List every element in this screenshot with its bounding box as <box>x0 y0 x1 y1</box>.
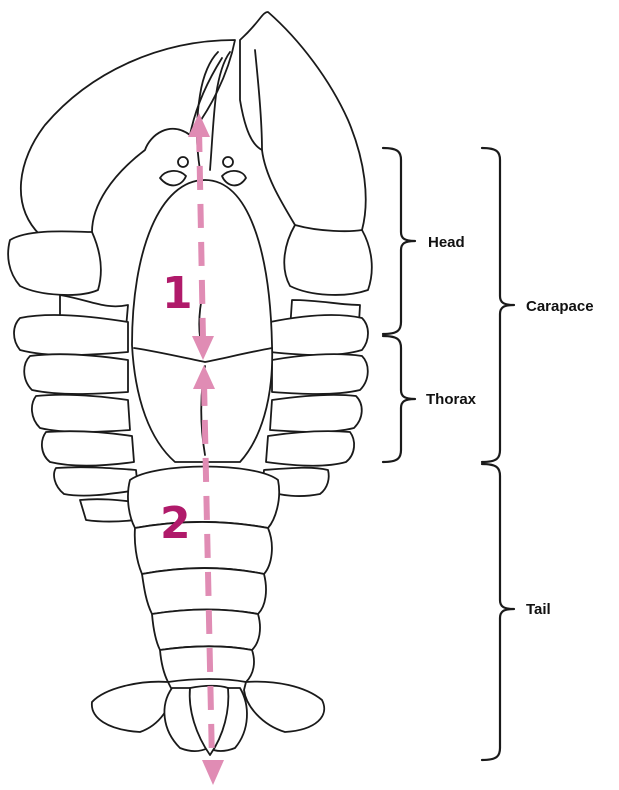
label-head: Head <box>428 234 465 251</box>
right-walking-legs <box>262 315 368 496</box>
tail-bracket <box>482 464 514 760</box>
carapace-bracket <box>482 148 514 462</box>
thorax-bracket <box>383 336 415 462</box>
left-walking-legs <box>14 315 138 521</box>
head-bracket <box>383 148 415 334</box>
label-thorax: Thorax <box>426 391 477 408</box>
label-tail: Tail <box>526 601 551 618</box>
label-carapace: Carapace <box>526 298 594 315</box>
arrow-head-down-icon <box>202 760 224 785</box>
measurement-number-2: 2 <box>160 498 191 549</box>
measurement-number-1: 1 <box>162 268 193 319</box>
